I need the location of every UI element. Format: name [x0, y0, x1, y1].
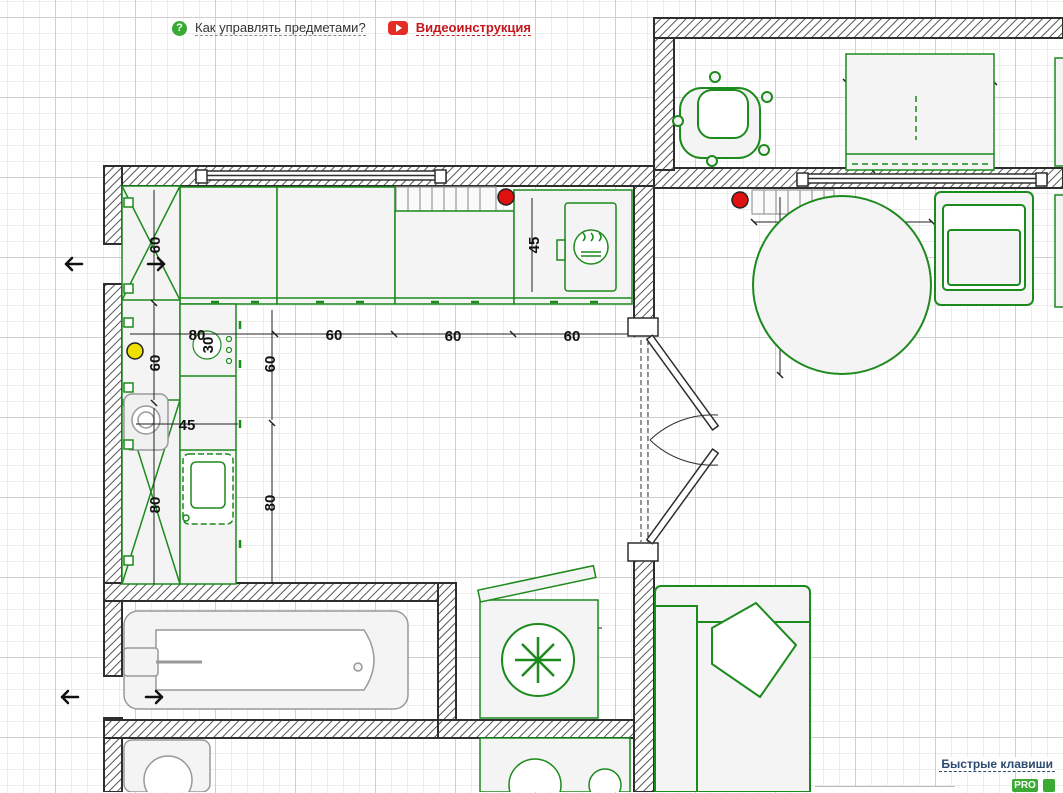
- help-link[interactable]: ? Как управлять предметами?: [172, 20, 366, 36]
- dim-inner-60: 60: [262, 356, 279, 373]
- right-wall-fixtures[interactable]: [1054, 57, 1063, 308]
- bottom-appliance[interactable]: [479, 737, 631, 792]
- help-link-label[interactable]: Как управлять предметами?: [195, 20, 366, 36]
- marker-red-kitchen[interactable]: [497, 188, 515, 206]
- double-door[interactable]: [627, 317, 720, 562]
- dim-fridge: 45: [526, 237, 543, 254]
- move-arrows[interactable]: [60, 256, 166, 705]
- dim-hob: 30: [200, 337, 217, 354]
- help-icon: ?: [172, 20, 187, 36]
- bath-sink[interactable]: [123, 739, 211, 792]
- dim-sink: 45: [179, 417, 196, 434]
- window-room[interactable]: [796, 172, 1048, 187]
- dim-top-run-3: 60: [564, 328, 581, 345]
- radiator-kitchen[interactable]: [395, 186, 497, 212]
- marker-yellow[interactable]: [126, 342, 144, 360]
- bathtub[interactable]: [123, 610, 409, 710]
- wall-left-middle[interactable]: [103, 283, 123, 677]
- wall-left-upper[interactable]: [103, 165, 123, 245]
- sofa[interactable]: [654, 585, 811, 792]
- arrow-right-icon[interactable]: [146, 256, 166, 272]
- wall-bath-bottom[interactable]: [103, 719, 457, 739]
- walls[interactable]: [103, 17, 1063, 792]
- kitchen-sink[interactable]: [182, 453, 234, 525]
- hob[interactable]: [192, 330, 233, 365]
- stove[interactable]: [556, 202, 617, 292]
- desk[interactable]: [845, 53, 995, 171]
- bottom-toolbar[interactable]: [815, 786, 955, 793]
- office-chair[interactable]: [672, 71, 773, 167]
- arrow-left-icon[interactable]: [60, 689, 80, 705]
- wall-upper-left[interactable]: [653, 17, 675, 171]
- wall-bath-right[interactable]: [437, 582, 457, 724]
- arrow-right-icon[interactable]: [144, 689, 164, 705]
- pro-badge[interactable]: PRO: [1012, 779, 1038, 792]
- youtube-icon: [387, 21, 408, 35]
- dim-inner-80: 80: [262, 495, 279, 512]
- wall-divider-upper[interactable]: [633, 185, 655, 329]
- wall-divider-lower[interactable]: [633, 556, 655, 792]
- markers[interactable]: [126, 188, 749, 360]
- marker-red-room[interactable]: [731, 191, 749, 209]
- arrow-left-icon[interactable]: [64, 256, 84, 272]
- shortcuts-link[interactable]: Быстрые клавиши: [939, 757, 1055, 772]
- washing-machine[interactable]: [477, 564, 599, 719]
- round-table[interactable]: [752, 195, 932, 375]
- drawer-handles: [211, 300, 598, 548]
- help-bar: ? Как управлять предметами? Видеоинструк…: [172, 18, 532, 38]
- wall-bath-top[interactable]: [103, 582, 441, 602]
- dim-top-run-1: 60: [326, 327, 343, 344]
- wall-upper-top[interactable]: [653, 17, 1063, 39]
- window-kitchen[interactable]: [195, 169, 447, 184]
- cabinet-hinges-left: [123, 197, 134, 566]
- dim-left-cab-bot: 80: [147, 497, 164, 514]
- wall-middle-bottom[interactable]: [437, 719, 635, 739]
- video-link-label[interactable]: Видеоинструкция: [415, 20, 532, 36]
- dim-left-cab-mid: 60: [147, 355, 164, 372]
- video-link[interactable]: Видеоинструкция: [366, 20, 532, 36]
- pro-badge-extra[interactable]: [1043, 779, 1055, 792]
- dim-top-run-2: 60: [445, 328, 462, 345]
- armchair[interactable]: [934, 191, 1034, 306]
- dim-left-cab-top: 60: [147, 237, 164, 254]
- dim-small-cab: 80: [189, 327, 206, 344]
